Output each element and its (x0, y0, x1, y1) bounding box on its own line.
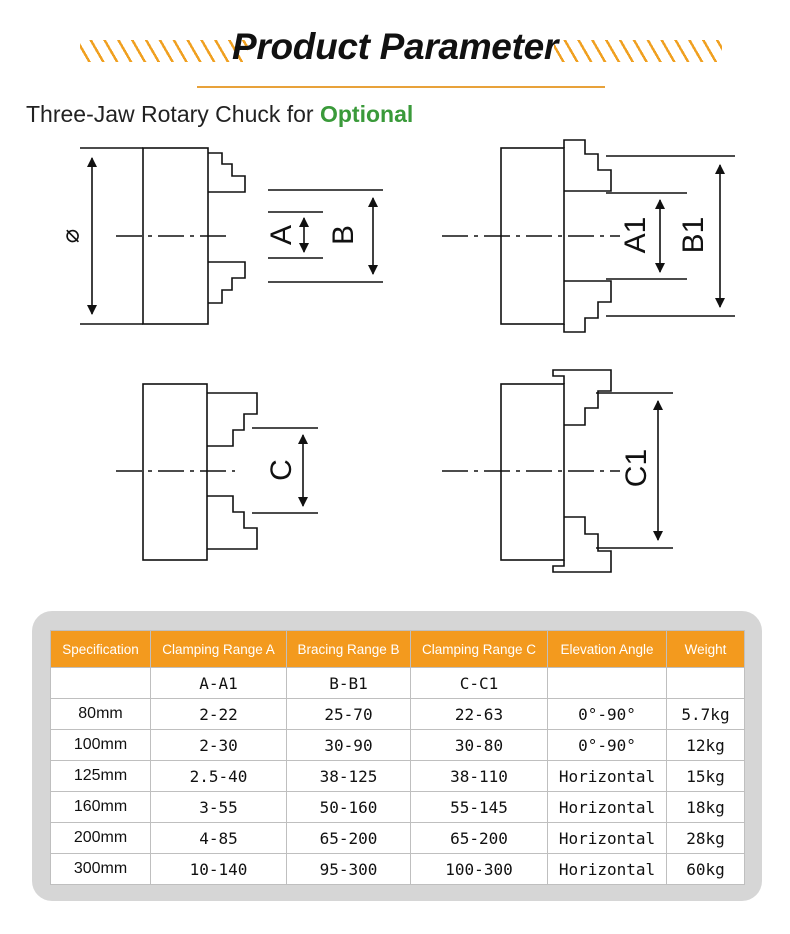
title-underline (197, 86, 605, 88)
cell-weight: 18kg (666, 791, 745, 823)
cell-bracing-b: 95-300 (286, 853, 411, 885)
cell-bracing-b: 30-90 (286, 729, 411, 761)
cell-specification: 80mm (50, 698, 151, 730)
label-a: A (265, 225, 298, 245)
cell-elevation: Horizontal (547, 791, 667, 823)
cell-clamping-c: 55-145 (410, 791, 548, 823)
cell-bracing-b: 50-160 (286, 791, 411, 823)
table-row: 160mm 3-55 50-160 55-145 Horizontal 18kg (50, 791, 745, 823)
cell-clamping-a: 2.5-40 (150, 760, 287, 792)
cell-elevation: Horizontal (547, 822, 667, 854)
header-specification: Specification (50, 630, 151, 668)
table-row: 200mm 4-85 65-200 65-200 Horizontal 28kg (50, 822, 745, 854)
header-clamping-range-c: Clamping Range C (410, 630, 548, 668)
diagram-clamping-c1 (442, 369, 673, 573)
cell-bracing-b: 25-70 (286, 698, 411, 730)
label-c: C (265, 459, 298, 481)
cell-clamping-c: 22-63 (410, 698, 548, 730)
table-row: 100mm 2-30 30-90 30-80 0°-90° 12kg (50, 729, 745, 761)
cell-specification: 125mm (50, 760, 151, 792)
cell-weight: 28kg (666, 822, 745, 854)
cell-clamping-c: 38-110 (410, 760, 548, 792)
cell-clamping-c: 30-80 (410, 729, 548, 761)
cell-clamping-a: 2-30 (150, 729, 287, 761)
parameter-table: Specification Clamping Range A Bracing R… (50, 630, 745, 885)
cell-elevation (547, 667, 667, 699)
subtitle-text: Three-Jaw Rotary Chuck for (26, 101, 314, 127)
subtitle: Three-Jaw Rotary Chuck for Optional (26, 101, 413, 128)
table-row: 125mm 2.5-40 38-125 38-110 Horizontal 15… (50, 760, 745, 792)
cell-weight: 15kg (666, 760, 745, 792)
subtitle-highlight: Optional (319, 101, 414, 127)
cell-specification: 300mm (50, 853, 151, 885)
header-elevation-angle: Elevation Angle (547, 630, 667, 668)
diagram-clamping-c (116, 383, 318, 561)
header-weight: Weight (666, 630, 745, 668)
title-hatch-right (554, 40, 722, 62)
cell-weight: 60kg (666, 853, 745, 885)
label-a1: A1 (619, 217, 652, 254)
table-row: 80mm 2-22 25-70 22-63 0°-90° 5.7kg (50, 698, 745, 730)
cell-specification (50, 667, 151, 699)
header-clamping-range-a: Clamping Range A (150, 630, 287, 668)
cell-clamping-a: 2-22 (150, 698, 287, 730)
header-bracing-range-b: Bracing Range B (286, 630, 411, 668)
cell-bracing-b: B-B1 (286, 667, 411, 699)
cell-weight: 5.7kg (666, 698, 745, 730)
cell-clamping-a: A-A1 (150, 667, 287, 699)
cell-elevation: 0°-90° (547, 729, 667, 761)
title-hatch-left (80, 40, 248, 62)
table-header-row: Specification Clamping Range A Bracing R… (50, 630, 745, 668)
cell-clamping-a: 3-55 (150, 791, 287, 823)
cell-clamping-c: 100-300 (410, 853, 548, 885)
diagram-clamping-a-b (80, 147, 383, 325)
cell-weight: 12kg (666, 729, 745, 761)
cell-specification: 160mm (50, 791, 151, 823)
cell-weight (666, 667, 745, 699)
cell-elevation: 0°-90° (547, 698, 667, 730)
cell-elevation: Horizontal (547, 853, 667, 885)
table-row: 300mm 10-140 95-300 100-300 Horizontal 6… (50, 853, 745, 885)
label-diameter: ⌀ (57, 229, 84, 243)
cell-clamping-a: 10-140 (150, 853, 287, 885)
label-b: B (327, 225, 360, 245)
page-title: Product Parameter (232, 26, 558, 67)
cell-clamping-c: 65-200 (410, 822, 548, 854)
table-row: A-A1 B-B1 C-C1 (50, 667, 745, 699)
cell-specification: 200mm (50, 822, 151, 854)
label-b1: B1 (677, 217, 710, 254)
cell-specification: 100mm (50, 729, 151, 761)
cell-elevation: Horizontal (547, 760, 667, 792)
cell-clamping-c: C-C1 (410, 667, 548, 699)
cell-bracing-b: 65-200 (286, 822, 411, 854)
cell-clamping-a: 4-85 (150, 822, 287, 854)
chuck-diagrams: ⌀ A B A1 B1 C C1 (57, 139, 735, 573)
cell-bracing-b: 38-125 (286, 760, 411, 792)
label-c1: C1 (620, 449, 653, 487)
diagram-clamping-a1-b1 (442, 139, 735, 333)
